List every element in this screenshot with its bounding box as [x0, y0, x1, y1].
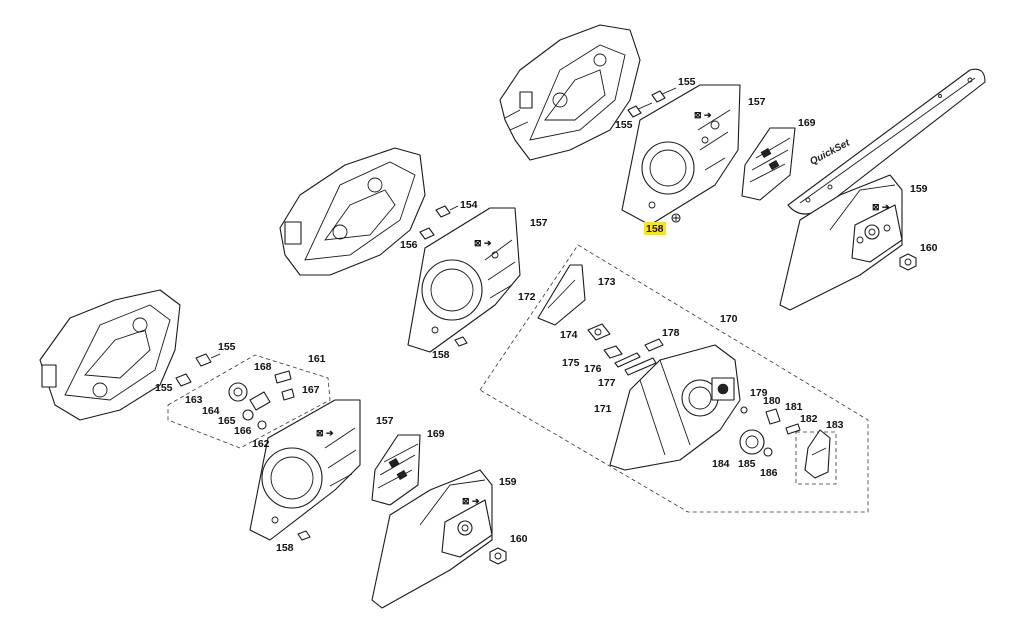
- label-155: 155: [218, 341, 236, 353]
- label-164: 164: [202, 405, 220, 417]
- label-161: 161: [308, 353, 326, 365]
- nut-160-top: [899, 253, 917, 271]
- label-167: 167: [302, 384, 320, 396]
- guide-plate-169-top: [741, 127, 796, 201]
- plate-157-top: ⊠ ➔: [621, 84, 741, 226]
- label-159: 159: [910, 183, 928, 195]
- engine-housing-bottom: [39, 289, 181, 421]
- label-163: 163: [185, 394, 203, 406]
- label-169: 169: [798, 117, 816, 129]
- label-158-highlighted: 158: [646, 223, 664, 235]
- part-labels: 155 155 157 169 158 159 160 154 156 157 …: [155, 76, 938, 554]
- label-177: 177: [598, 377, 616, 389]
- bolt-158-middle: [454, 336, 468, 347]
- bolt-158-bottom: [297, 530, 311, 541]
- label-157: 157: [530, 217, 548, 229]
- label-178: 178: [662, 327, 680, 339]
- sprocket-cover-159-bottom: ⊠ ➔: [371, 469, 493, 609]
- label-165: 165: [218, 415, 236, 427]
- label-159: 159: [499, 476, 517, 488]
- plate-157-bottom: ⊠ ➔: [249, 399, 361, 541]
- label-179: 179: [750, 387, 768, 399]
- engine-housing-middle: [279, 147, 426, 276]
- parts-174-178: [587, 323, 664, 376]
- svg-text:⊠ ➔: ⊠ ➔: [474, 238, 492, 248]
- bolt-154-156: [419, 205, 459, 240]
- label-175: 175: [562, 357, 580, 369]
- highlight-158-top: [644, 222, 666, 235]
- parts-162-168: [228, 370, 295, 430]
- label-160: 160: [920, 242, 938, 254]
- label-174: 174: [560, 329, 578, 341]
- svg-text:⊠ ➔: ⊠ ➔: [316, 428, 334, 438]
- engine-housing-top: [499, 24, 641, 161]
- label-170: 170: [720, 313, 738, 325]
- label-155: 155: [678, 76, 696, 88]
- nut-160-bottom: [489, 547, 507, 565]
- sprocket-cover-159-top: ⊠ ➔: [779, 174, 903, 311]
- label-162: 162: [252, 438, 270, 450]
- label-183: 183: [826, 419, 844, 431]
- bolts-155-bottom: [175, 353, 221, 387]
- housing-171: [609, 344, 741, 471]
- label-184: 184: [712, 458, 730, 470]
- label-173: 173: [598, 276, 616, 288]
- label-157: 157: [748, 96, 766, 108]
- label-171: 171: [594, 403, 612, 415]
- label-155: 155: [615, 119, 633, 131]
- label-176: 176: [584, 363, 602, 375]
- label-154: 154: [460, 199, 478, 211]
- label-160: 160: [510, 533, 528, 545]
- label-169: 169: [427, 428, 445, 440]
- lever-183: [795, 429, 837, 485]
- plate-157-middle: ⊠ ➔: [407, 207, 521, 353]
- label-156: 156: [400, 239, 418, 251]
- label-158: 158: [276, 542, 294, 554]
- svg-text:⊠ ➔: ⊠ ➔: [462, 496, 480, 506]
- label-168: 168: [254, 361, 272, 373]
- part-173: [537, 264, 586, 326]
- label-172: 172: [518, 291, 536, 303]
- label-157: 157: [376, 415, 394, 427]
- label-186: 186: [760, 467, 778, 479]
- label-180: 180: [763, 395, 781, 407]
- parts-179-186: [739, 406, 801, 457]
- svg-text:⊠ ➔: ⊠ ➔: [694, 110, 712, 120]
- svg-text:⊠ ➔: ⊠ ➔: [872, 202, 890, 212]
- label-166: 166: [234, 425, 252, 437]
- label-158: 158: [432, 349, 450, 361]
- kit-161-outline: [167, 354, 331, 449]
- guide-plate-169-bottom: [371, 434, 421, 506]
- label-185: 185: [738, 458, 756, 470]
- label-181: 181: [785, 401, 803, 413]
- label-155: 155: [155, 382, 173, 394]
- bolt-158-top: [671, 213, 681, 223]
- label-182: 182: [800, 413, 818, 425]
- bolt-155-top: [627, 87, 677, 118]
